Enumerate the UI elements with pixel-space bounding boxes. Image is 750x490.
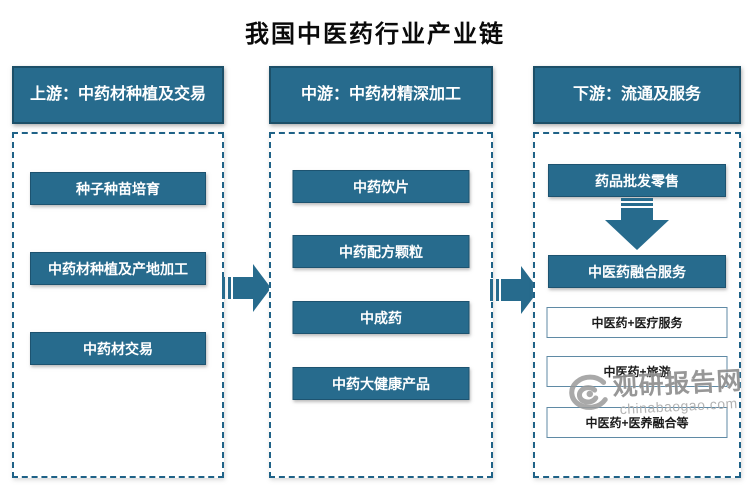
downstream-column: 下游：流通及服务 药品批发零售 中医药融合服务 中医药+医疗服务 中医药+旅游 …	[533, 66, 741, 478]
service-item: 中医药+旅游	[546, 356, 728, 387]
upstream-item: 种子种苗培育	[30, 172, 206, 205]
midstream-item: 中药饮片	[292, 170, 470, 203]
upstream-item: 中药材种植及产地加工	[30, 252, 206, 285]
right-arrow-icon	[489, 265, 539, 320]
downstream-item: 药品批发零售	[548, 164, 726, 197]
right-arrow-icon	[221, 263, 271, 318]
upstream-column: 上游：中药材种植及交易 种子种苗培育 中药材种植及产地加工 中药材交易	[12, 66, 224, 478]
upstream-header: 上游：中药材种植及交易	[12, 66, 224, 124]
midstream-header: 中游：中药材精深加工	[269, 66, 493, 124]
downstream-header: 下游：流通及服务	[533, 66, 741, 124]
page-title: 我国中医药行业产业链	[245, 21, 505, 48]
midstream-column: 中游：中药材精深加工 中药饮片 中药配方颗粒 中成药 中药大健康产品	[269, 66, 493, 478]
upstream-item: 中药材交易	[30, 332, 206, 365]
midstream-item: 中药配方颗粒	[292, 235, 470, 268]
midstream-panel: 中药饮片 中药配方颗粒 中成药 中药大健康产品	[269, 132, 493, 478]
upstream-panel: 种子种苗培育 中药材种植及产地加工 中药材交易	[12, 132, 224, 478]
downstream-item: 中医药融合服务	[548, 255, 726, 288]
midstream-item: 中成药	[292, 301, 470, 334]
midstream-item: 中药大健康产品	[292, 367, 470, 400]
service-item: 中医药+医疗服务	[546, 307, 728, 338]
down-arrow-icon	[605, 198, 669, 255]
downstream-panel: 药品批发零售 中医药融合服务 中医药+医疗服务 中医药+旅游 中医药+医养融合等	[533, 132, 741, 478]
service-item: 中医药+医养融合等	[546, 407, 728, 438]
